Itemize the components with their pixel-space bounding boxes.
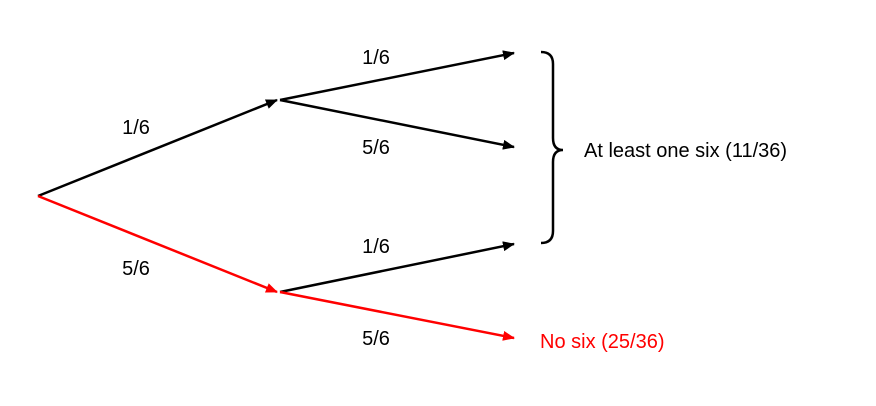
branch-first-not-six xyxy=(37,194,278,294)
label-first-six: 1/6 xyxy=(122,117,150,139)
label-first-not-six: 5/6 xyxy=(122,258,150,280)
outcome-no-six: No six (25/36) xyxy=(540,331,665,353)
branch-upper-not-six xyxy=(279,98,515,150)
label-upper-not-six: 5/6 xyxy=(362,137,390,159)
branch-lower-not-six xyxy=(279,290,515,341)
outcome-at-least-one-six: At least one six (11/36) xyxy=(584,140,787,162)
branch-lower-six xyxy=(279,241,515,294)
curly-brace xyxy=(540,50,564,245)
label-upper-six: 1/6 xyxy=(362,47,390,69)
label-lower-six: 1/6 xyxy=(362,236,390,258)
branch-first-six xyxy=(37,98,278,198)
branch-upper-six xyxy=(279,50,515,102)
label-lower-not-six: 5/6 xyxy=(362,328,390,350)
